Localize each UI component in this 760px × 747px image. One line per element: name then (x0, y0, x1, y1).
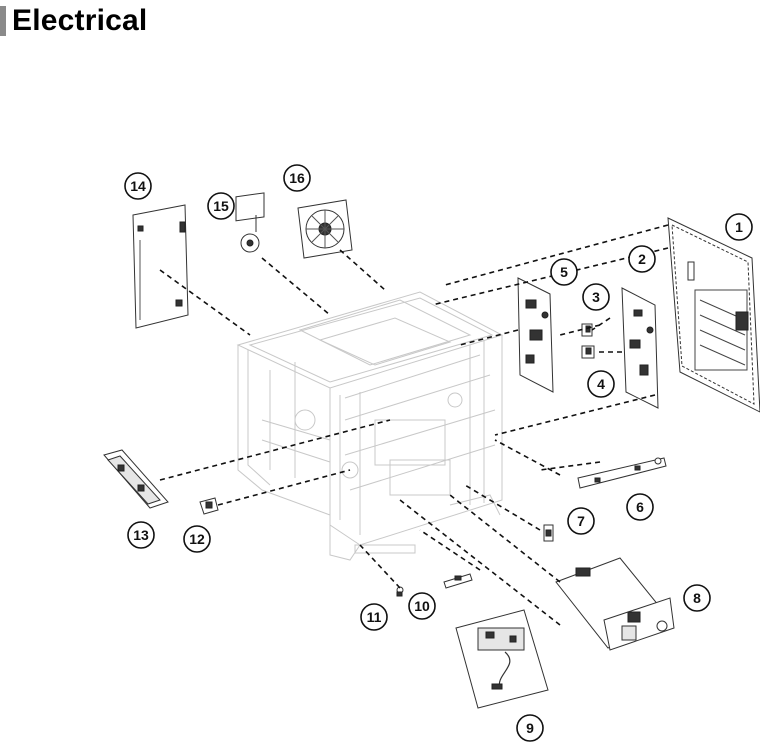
board-part-2 (621, 287, 659, 409)
sensor-part-12 (199, 497, 219, 515)
svg-text:16: 16 (289, 170, 305, 186)
switch-part-7 (543, 524, 554, 542)
bracket-part-13 (103, 449, 169, 509)
callout-1: 1 (725, 213, 753, 241)
svg-text:1: 1 (735, 219, 743, 235)
callout-13: 13 (127, 521, 155, 549)
callout-12: 12 (183, 525, 211, 553)
callouts: 1 2 3 4 5 6 7 8 9 10 11 12 13 14 15 16 (124, 164, 753, 742)
sensor-bar-part-6 (577, 457, 667, 489)
side-plate-part-14 (132, 204, 189, 329)
tray-board-part-8 (555, 557, 675, 651)
callout-11: 11 (360, 603, 388, 631)
small-fan-part-15 (235, 192, 265, 253)
callout-9: 9 (516, 714, 544, 742)
callout-6: 6 (626, 493, 654, 521)
connector-part-3 (581, 323, 593, 337)
callout-7: 7 (567, 507, 595, 535)
svg-text:8: 8 (693, 590, 701, 606)
callout-4: 4 (587, 370, 615, 398)
svg-text:9: 9 (526, 720, 534, 736)
callout-14: 14 (124, 172, 152, 200)
connector-part-4 (581, 345, 595, 359)
callout-8: 8 (683, 584, 711, 612)
svg-text:6: 6 (636, 499, 644, 515)
board-part-5 (517, 277, 554, 393)
svg-text:4: 4 (597, 376, 605, 392)
callout-10: 10 (408, 592, 436, 620)
callout-16: 16 (283, 164, 311, 192)
svg-text:14: 14 (130, 178, 146, 194)
large-fan-part-16 (297, 199, 353, 259)
svg-text:12: 12 (189, 531, 205, 547)
svg-text:11: 11 (367, 609, 382, 625)
svg-text:13: 13 (133, 527, 149, 543)
svg-text:15: 15 (213, 198, 229, 214)
harness-part-9 (455, 609, 549, 709)
printer-frame (236, 291, 504, 561)
svg-text:5: 5 (560, 264, 568, 280)
callout-15: 15 (207, 192, 235, 220)
svg-text:7: 7 (577, 513, 585, 529)
svg-text:2: 2 (638, 251, 646, 267)
svg-text:3: 3 (592, 289, 600, 305)
sensor-part-10 (443, 573, 473, 589)
svg-text:10: 10 (414, 598, 430, 614)
page-title: Electrical (12, 4, 148, 37)
title-accent-bar (0, 6, 6, 36)
callout-3: 3 (582, 283, 610, 311)
section-header: Electrical (0, 4, 147, 38)
sensor-part-11 (396, 586, 404, 597)
callout-5: 5 (550, 258, 578, 286)
callout-2: 2 (628, 245, 656, 273)
rear-cover-part (667, 217, 760, 413)
